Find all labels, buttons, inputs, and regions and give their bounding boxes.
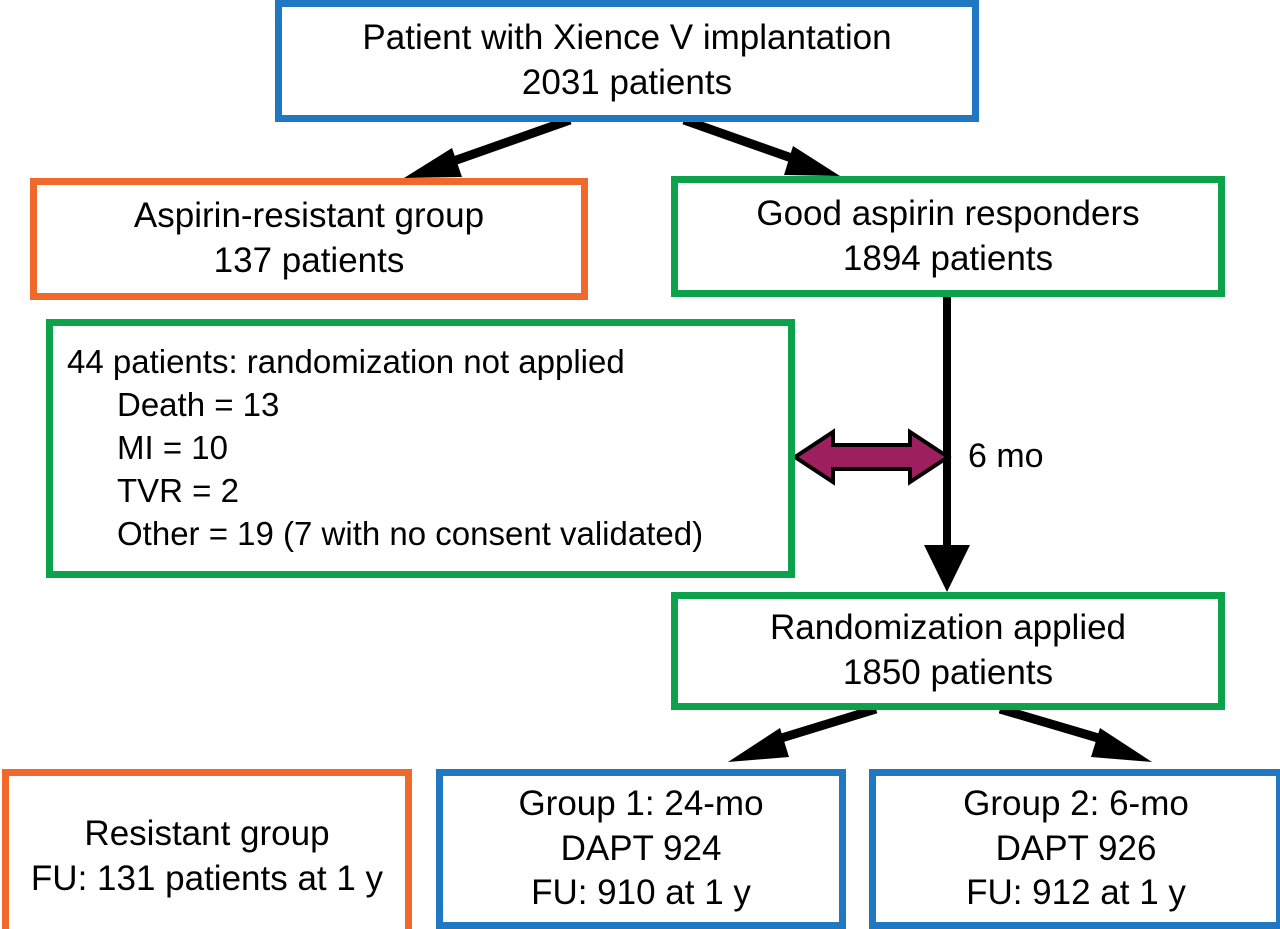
node-exclusions-item-other: Other = 19 (7 with no consent validated) [117,514,704,552]
node-group1-line-3: FU: 910 at 1 y [531,873,751,913]
arrow-randomization-to-group2 [998,704,1152,762]
node-good-aspirin-responders: Good aspirin responders 1894 patients [671,176,1225,297]
node-randomization-line-1: Randomization applied [769,608,1127,648]
node-resistant-group-followup: Resistant group FU: 131 patients at 1 y [2,769,412,929]
node-aspirin-resistant-line-2: 137 patients [213,241,405,280]
node-exclusions-item-mi: MI = 10 [117,429,228,467]
node-randomization-applied: Randomization applied 1850 patients [671,592,1225,710]
arrow-randomization-to-group1 [728,704,878,762]
node-aspirin-resistant-line-1: Aspirin-resistant group [133,196,485,236]
node-resistant-group-line-1: Resistant group [84,813,330,853]
node-exclusions-item-death: Death = 13 [117,386,280,424]
node-group2-line-3: FU: 912 at 1 y [966,873,1186,913]
node-enrollment-line-1: Patient with Xience V implantation [362,18,892,58]
node-aspirin-resistant-group: Aspirin-resistant group 137 patients [30,178,588,300]
node-exclusions-item-tvr: TVR = 2 [117,471,239,509]
arrow-good-responders-to-randomization [924,296,970,592]
interval-double-arrow [791,428,952,486]
node-group2-line-2: DAPT 926 [995,828,1157,868]
node-enrollment: Patient with Xience V implantation 2031 … [275,0,979,122]
interval-label-6mo: 6 mo [968,437,1044,475]
node-resistant-group-line-2: FU: 131 patients at 1 y [30,858,384,898]
node-randomization-line-2: 1850 patients [842,653,1054,692]
arrow-enrollment-to-good-responders [682,115,840,176]
node-exclusions-heading: 44 patients: randomization not applied [67,343,625,381]
node-group2: Group 2: 6-mo DAPT 926 FU: 912 at 1 y [869,769,1280,929]
node-group2-line-1: Group 2: 6-mo [963,783,1189,823]
node-enrollment-line-2: 2031 patients [521,63,733,102]
node-exclusions: 44 patients: randomization not applied D… [46,319,795,578]
node-good-responders-line-2: 1894 patients [842,238,1054,278]
node-good-responders-line-1: Good aspirin responders [756,193,1140,233]
node-group1-line-1: Group 1: 24-mo [518,783,764,823]
node-group1: Group 1: 24-mo DAPT 924 FU: 910 at 1 y [436,769,846,929]
arrow-enrollment-to-aspirin-resistant [404,115,572,178]
node-group1-line-2: DAPT 924 [560,828,722,868]
